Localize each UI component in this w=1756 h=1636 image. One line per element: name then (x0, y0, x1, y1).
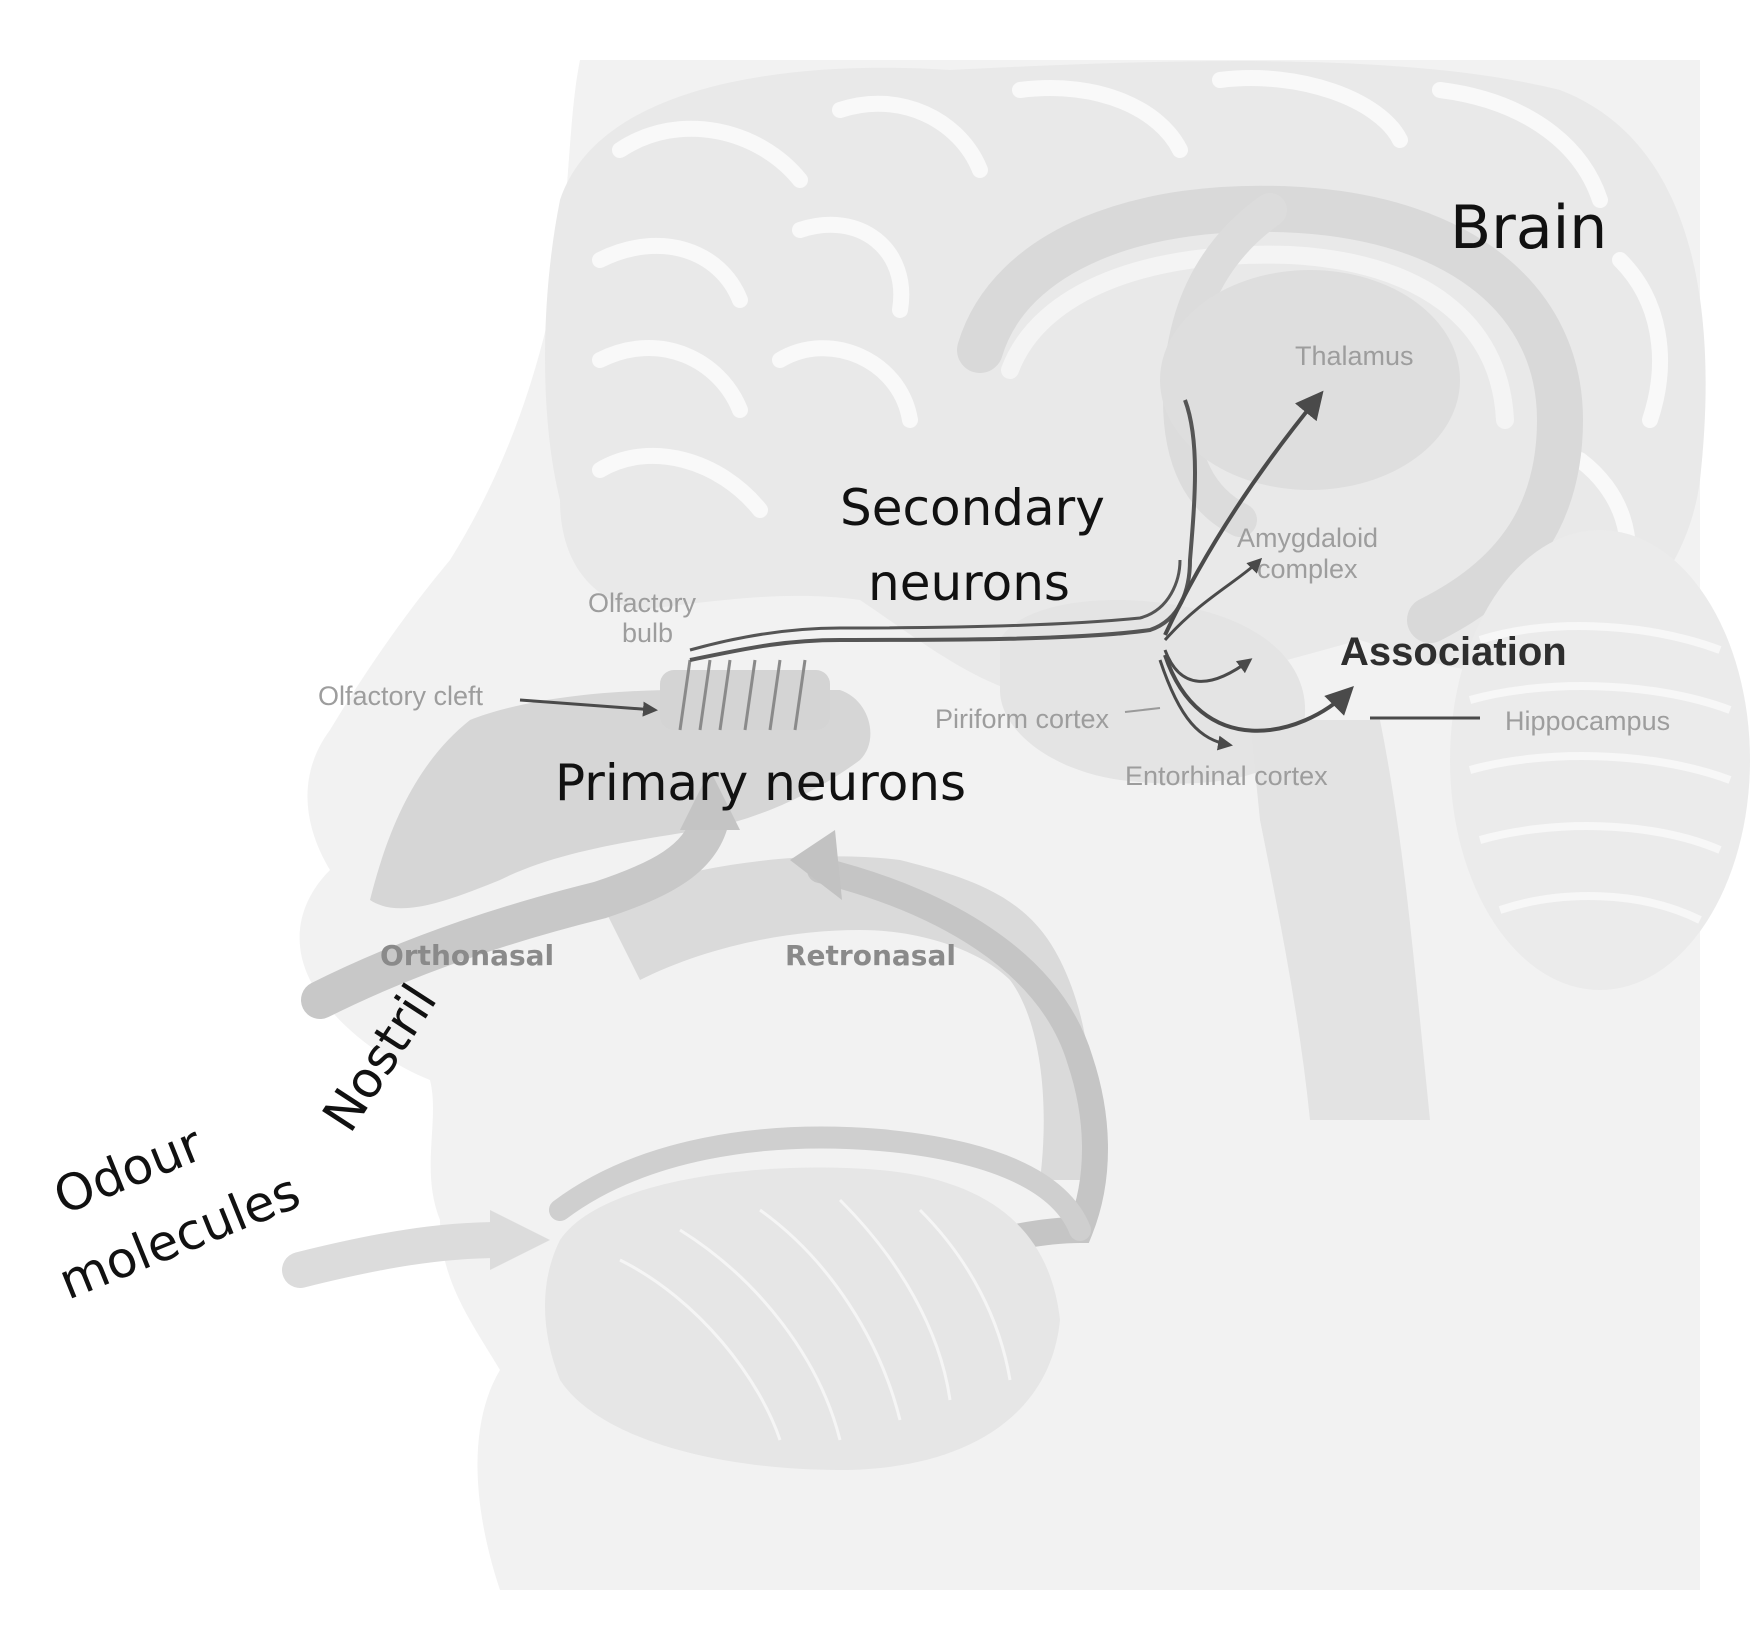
label-amygdaloid-2: complex (1257, 554, 1358, 584)
label-association: Association (1340, 630, 1567, 674)
label-olfactory-bulb-2: bulb (622, 618, 673, 648)
label-retronasal: Retronasal (785, 939, 956, 972)
label-brain: Brain (1450, 193, 1607, 263)
orthonasal-route (301, 770, 740, 1019)
olfactory-tract (689, 399, 1197, 662)
label-hippocampus: Hippocampus (1505, 706, 1670, 736)
leader-lines (519, 698, 1480, 720)
brainstem (1250, 720, 1430, 1120)
label-amygdaloid-1: Amygdaloid (1237, 523, 1378, 553)
label-piriform-cortex: Piriform cortex (935, 704, 1110, 734)
palate (549, 1126, 1091, 1241)
pathway-arrows (1158, 390, 1354, 751)
label-entorhinal-cortex: Entorhinal cortex (1125, 761, 1328, 791)
cerebellum (1450, 530, 1750, 990)
label-olfactory-cleft: Olfactory cleft (318, 681, 484, 711)
label-orthonasal: Orthonasal (380, 939, 554, 972)
label-secondary-neurons-1: Secondary (840, 479, 1105, 537)
tongue (545, 1167, 1060, 1470)
brain-cerebrum (545, 61, 1706, 784)
mouth-odour-arrow (282, 1210, 550, 1288)
label-secondary-neurons-2: neurons (868, 554, 1070, 612)
label-primary-neurons: Primary neurons (555, 754, 966, 812)
olfactory-epithelium (660, 659, 830, 731)
retronasal-route (790, 830, 1108, 1263)
label-olfactory-bulb-1: Olfactory (588, 588, 697, 618)
label-thalamus: Thalamus (1295, 341, 1414, 371)
